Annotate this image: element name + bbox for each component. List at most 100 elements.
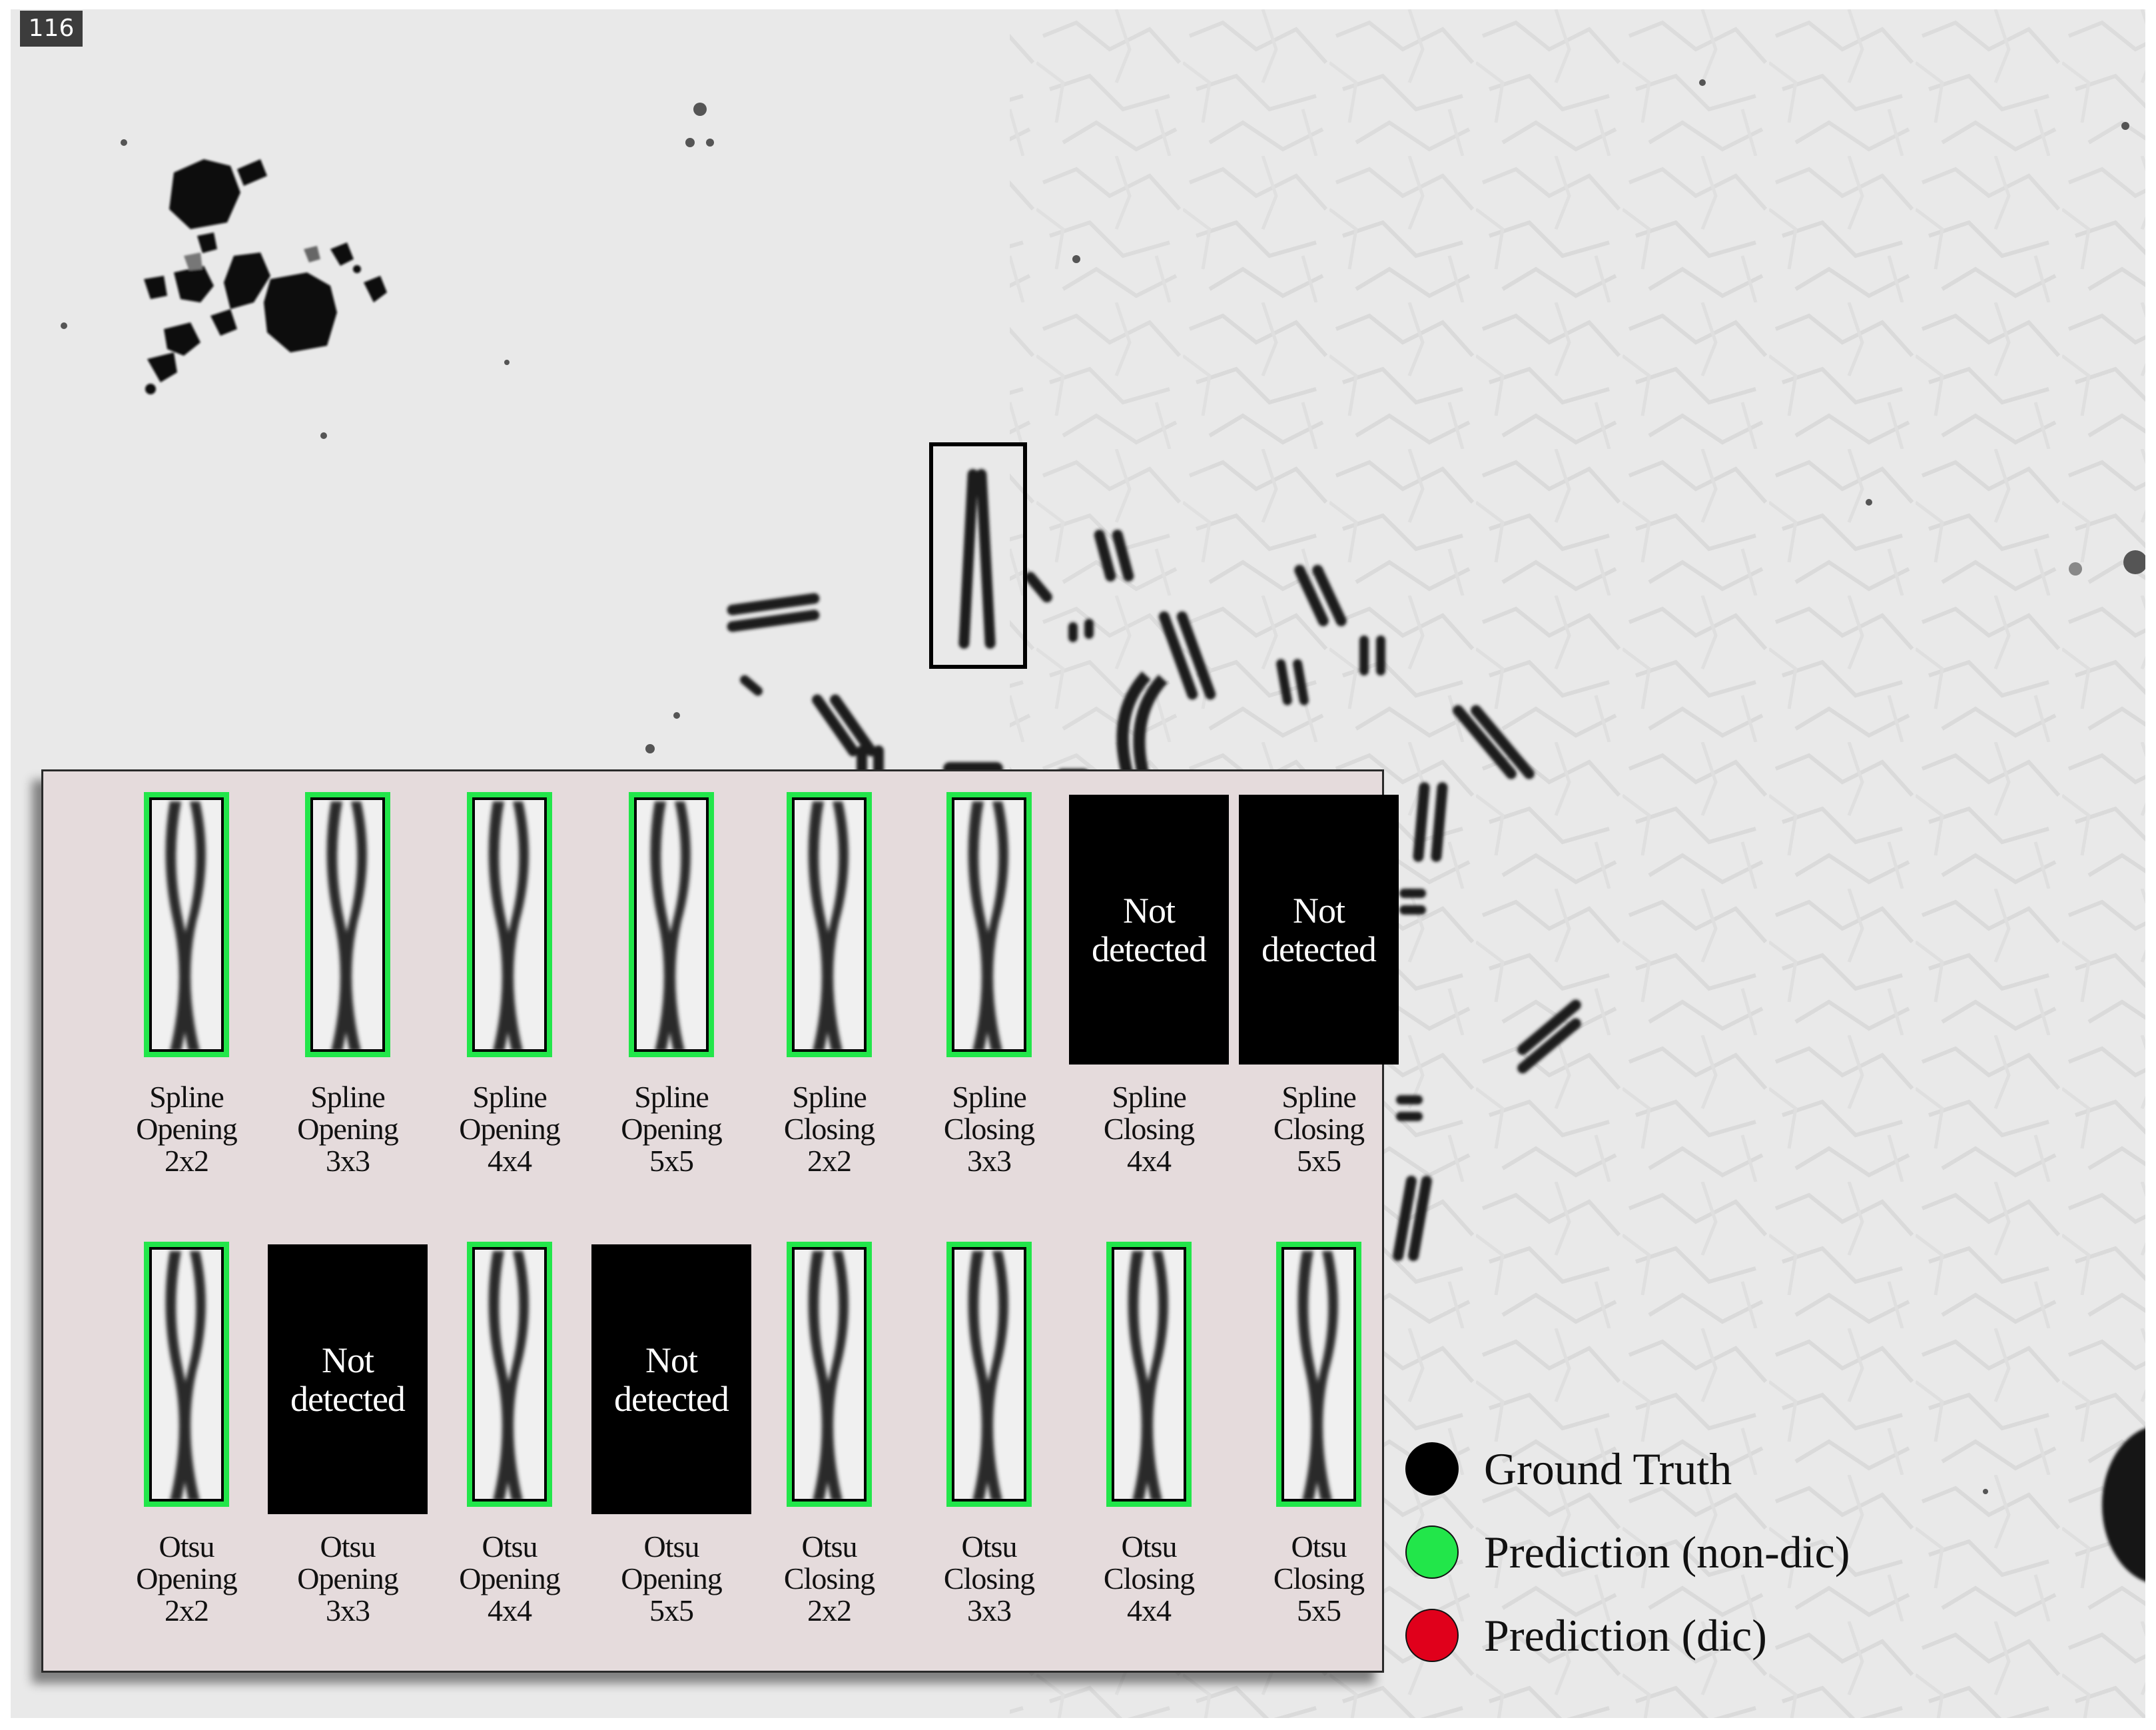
legend-label: Prediction (non-dic) <box>1484 1526 1850 1577</box>
caption-kernel: 5x5 <box>1297 1144 1341 1178</box>
caption-method: Otsu <box>482 1529 538 1563</box>
ground-truth-box <box>634 797 709 1052</box>
caption-method: Spline <box>1281 1080 1357 1114</box>
detection-thumbnail <box>749 788 909 1061</box>
caption-operation: Closing <box>1273 1112 1365 1146</box>
chromosome-crop <box>946 792 1032 1057</box>
prediction-non-dic-marker <box>1405 1525 1459 1579</box>
caption-operation: Opening <box>297 1561 398 1595</box>
detection-thumbnail <box>591 788 751 1061</box>
status-line: Not <box>1122 890 1176 931</box>
detection-thumbnail <box>107 1238 266 1511</box>
ground-truth-box <box>472 1247 547 1502</box>
chromosome-crop <box>467 1242 552 1507</box>
detection-thumbnail <box>909 1238 1069 1511</box>
chromosome-crop <box>629 792 714 1057</box>
detection-thumbnail <box>749 1238 909 1511</box>
legend-label: Prediction (dic) <box>1484 1609 1767 1661</box>
caption-kernel: 3x3 <box>967 1144 1012 1178</box>
ground-truth-box <box>310 797 385 1052</box>
caption-kernel: 4x4 <box>1127 1144 1172 1178</box>
prediction-box <box>1276 1242 1361 1507</box>
ground-truth-box <box>472 797 547 1052</box>
chromosome-crop <box>787 792 872 1057</box>
ground-truth-box <box>149 1247 224 1502</box>
prediction-box <box>787 792 872 1057</box>
caption-kernel: 5x5 <box>649 1144 694 1178</box>
caption-method: Otsu <box>1121 1529 1178 1563</box>
ground-truth-box <box>1112 1247 1186 1502</box>
debris-cluster <box>144 159 387 394</box>
caption-operation: Closing <box>783 1112 875 1146</box>
caption-method: Otsu <box>320 1529 376 1563</box>
prediction-box <box>305 792 390 1057</box>
prediction-dic-marker <box>1405 1609 1459 1662</box>
caption-kernel: 5x5 <box>1297 1593 1341 1627</box>
caption-method: Spline <box>952 1080 1027 1114</box>
ground-truth-box <box>149 797 224 1052</box>
detection-thumbnail <box>1239 1238 1399 1511</box>
caption-operation: Closing <box>943 1561 1035 1595</box>
chromosome-crop <box>305 792 390 1057</box>
prediction-box <box>787 1242 872 1507</box>
dark-nucleus <box>2102 1428 2145 1582</box>
detection-thumbnail <box>430 1238 589 1511</box>
prediction-box <box>144 792 229 1057</box>
caption-kernel: 3x3 <box>326 1144 370 1178</box>
caption-operation: Closing <box>943 1112 1035 1146</box>
prediction-box <box>946 792 1032 1057</box>
ground-truth-box <box>952 1247 1026 1502</box>
caption-method: Otsu <box>643 1529 700 1563</box>
status-line: Not <box>1292 890 1345 931</box>
caption-method: Otsu <box>1291 1529 1347 1563</box>
status-line: detected <box>614 1378 729 1419</box>
caption-kernel: 4x4 <box>1127 1593 1172 1627</box>
caption-method: Otsu <box>961 1529 1018 1563</box>
detection-thumbnail <box>107 788 266 1061</box>
legend-label: Ground Truth <box>1484 1443 1732 1494</box>
status-line: Not <box>645 1340 698 1380</box>
chromosome-crop <box>144 1242 229 1507</box>
caption-method: Spline <box>149 1080 224 1114</box>
status-line: detected <box>1092 929 1207 969</box>
chromosome-crop <box>467 792 552 1057</box>
status-line: detected <box>290 1378 406 1419</box>
prediction-box <box>467 1242 552 1507</box>
caption-method: Otsu <box>159 1529 215 1563</box>
prediction-box <box>1106 1242 1192 1507</box>
chromosome-crop <box>1276 1242 1361 1507</box>
legend: Ground Truth Prediction (non-dic) Predic… <box>1405 1439 2071 1719</box>
caption-kernel: 3x3 <box>326 1593 370 1627</box>
caption-operation: Closing <box>1273 1561 1365 1595</box>
caption-operation: Closing <box>1103 1561 1195 1595</box>
caption-method: Spline <box>792 1080 867 1114</box>
caption-method: Spline <box>634 1080 709 1114</box>
caption-method: Spline <box>472 1080 547 1114</box>
caption-kernel: 3x3 <box>967 1593 1012 1627</box>
ground-truth-box <box>952 797 1026 1052</box>
chromosome-crop <box>787 1242 872 1507</box>
caption-operation: Opening <box>136 1112 237 1146</box>
caption-operation: Closing <box>783 1561 875 1595</box>
ground-truth-marker <box>1405 1442 1459 1496</box>
caption-operation: Opening <box>459 1561 560 1595</box>
legend-item-prediction-dic: Prediction (dic) <box>1405 1605 1767 1665</box>
status-line: Not <box>321 1340 374 1380</box>
prediction-box <box>467 792 552 1057</box>
frame-number-badge: 116 <box>20 11 83 47</box>
